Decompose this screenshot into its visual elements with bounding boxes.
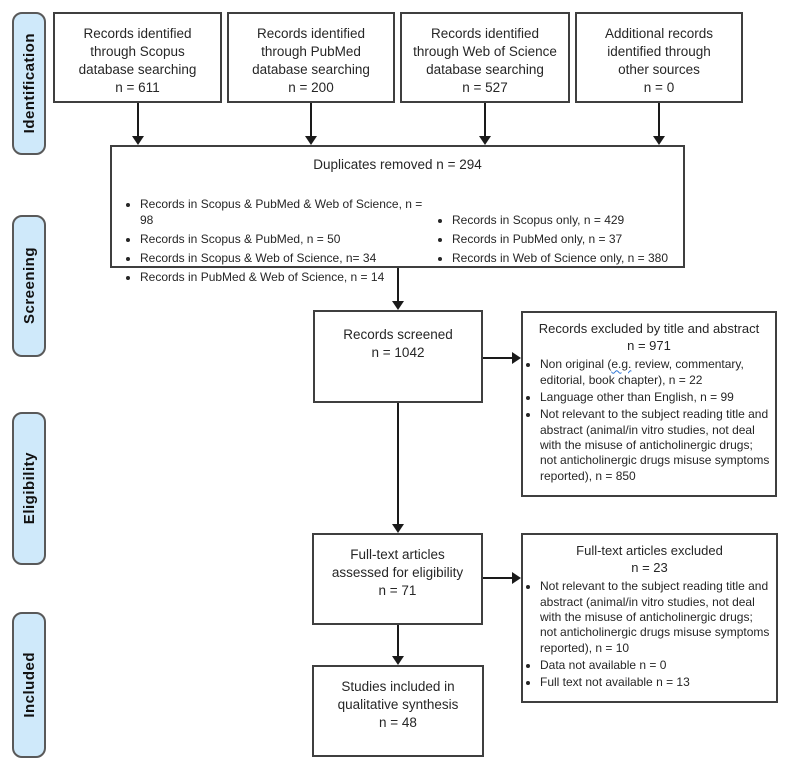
stage-pill-identification: Identification [12, 12, 46, 155]
excluded-bullet-language: Language other than English, n = 99 [540, 390, 771, 405]
duplicates-columns: Records in Scopus & PubMed & Web of Scie… [112, 196, 683, 288]
stage-pill-screening: Screening [12, 215, 46, 357]
fulltext-excluded-count: n = 23 [631, 560, 668, 576]
arrow-screened-to-fulltext-line [397, 403, 399, 525]
stage-label: Identification [20, 33, 38, 134]
duplicates-bullet: Records in Scopus & Web of Science, n= 3… [140, 250, 436, 266]
duplicates-left-column: Records in Scopus & PubMed & Web of Scie… [124, 196, 436, 288]
box-other-sources-records: Additional records identified through ot… [575, 12, 743, 103]
box-duplicates-removed: Duplicates removed n = 294 Records in Sc… [110, 145, 685, 284]
arrow-fulltext-to-included-line [397, 625, 399, 657]
bullet-text: Non original ( [540, 357, 612, 372]
stage-label: Included [20, 652, 38, 718]
stage-pill-eligibility: Eligibility [12, 412, 46, 565]
stage-label: Eligibility [20, 452, 38, 525]
stage-label: Screening [20, 247, 38, 325]
duplicates-title: Duplicates removed n = 294 [313, 157, 482, 172]
fulltext-excluded-bullet: Not relevant to the subject reading titl… [540, 579, 772, 656]
box-fulltext-excluded: Full-text articles excluded n = 23 Not r… [521, 533, 778, 703]
arrow-screened-to-excluded-line [483, 357, 513, 359]
studies-included-text: Studies included in qualitative synthesi… [337, 679, 459, 730]
fulltext-excluded-title-text: Full-text articles excluded [576, 543, 723, 558]
arrow-fulltext-to-ftexcluded-head [512, 572, 521, 584]
arrow-fulltext-to-ftexcluded-line [483, 577, 513, 579]
stage-pill-included: Included [12, 612, 46, 758]
box-scopus-records: Records identified through Scopus databa… [53, 12, 222, 103]
arrow-other-down-head [653, 136, 665, 145]
duplicates-bullet: Records in Scopus & PubMed, n = 50 [140, 231, 436, 247]
fulltext-assessed-text: Full-text articles assessed for eligibil… [331, 547, 464, 598]
arrow-wos-down-head [479, 136, 491, 145]
fulltext-excluded-bullet: Data not available n = 0 [540, 658, 772, 673]
records-excluded-title-text: Records excluded by title and abstract [538, 321, 760, 336]
arrow-other-down-line [658, 103, 660, 137]
duplicates-bullet: Records in PubMed & Web of Science, n = … [140, 269, 436, 285]
duplicates-bullet: Records in Scopus only, n = 429 [452, 212, 675, 228]
box-records-excluded-title-abstract: Records excluded by title and abstract n… [521, 311, 777, 497]
fulltext-excluded-title: Full-text articles excluded n = 23 [523, 535, 776, 579]
excluded-bullet-not-relevant: Not relevant to the subject reading titl… [540, 407, 771, 484]
duplicates-bullet: Records in Web of Science only, n = 380 [452, 250, 675, 266]
records-excluded-count: n = 971 [627, 338, 671, 354]
arrow-scopus-down-line [137, 103, 139, 137]
duplicates-bullet: Records in Scopus & PubMed & Web of Scie… [140, 196, 436, 228]
arrow-pubmed-down-line [310, 103, 312, 137]
box-records-screened: Records screened n = 1042 [313, 310, 483, 403]
records-excluded-title: Records excluded by title and abstract n… [523, 313, 775, 357]
box-pubmed-records: Records identified through PubMed databa… [227, 12, 395, 103]
arrow-pubmed-down-head [305, 136, 317, 145]
box-fulltext-assessed: Full-text articles assessed for eligibil… [312, 533, 483, 625]
box-wos-text: Records identified through Web of Scienc… [413, 26, 557, 95]
fulltext-excluded-bullet: Full text not available n = 13 [540, 675, 772, 690]
bullet-text: review, commentary, editorial, book chap… [540, 357, 744, 387]
box-studies-included: Studies included in qualitative synthesi… [312, 665, 484, 757]
arrow-duplicates-to-screened-line [397, 268, 399, 302]
box-other-sources-text: Additional records identified through ot… [604, 26, 714, 95]
eg-spellcheck-underline: e.g. [611, 357, 632, 372]
arrow-fulltext-to-included-head [392, 656, 404, 665]
box-scopus-text: Records identified through Scopus databa… [78, 26, 197, 95]
arrow-duplicates-to-screened-head [392, 301, 404, 310]
arrow-wos-down-line [484, 103, 486, 137]
records-screened-text: Records screened n = 1042 [343, 327, 453, 360]
box-web-of-science-records: Records identified through Web of Scienc… [400, 12, 570, 103]
arrow-screened-to-fulltext-head [392, 524, 404, 533]
arrow-screened-to-excluded-head [512, 352, 521, 364]
duplicates-bullet: Records in PubMed only, n = 37 [452, 231, 675, 247]
excluded-bullet-non-original: Non original (e.g. review, commentary, e… [540, 357, 771, 388]
duplicates-right-column: Records in Scopus only, n = 429 Records … [436, 196, 675, 288]
box-pubmed-text: Records identified through PubMed databa… [252, 26, 370, 95]
arrow-scopus-down-head [132, 136, 144, 145]
